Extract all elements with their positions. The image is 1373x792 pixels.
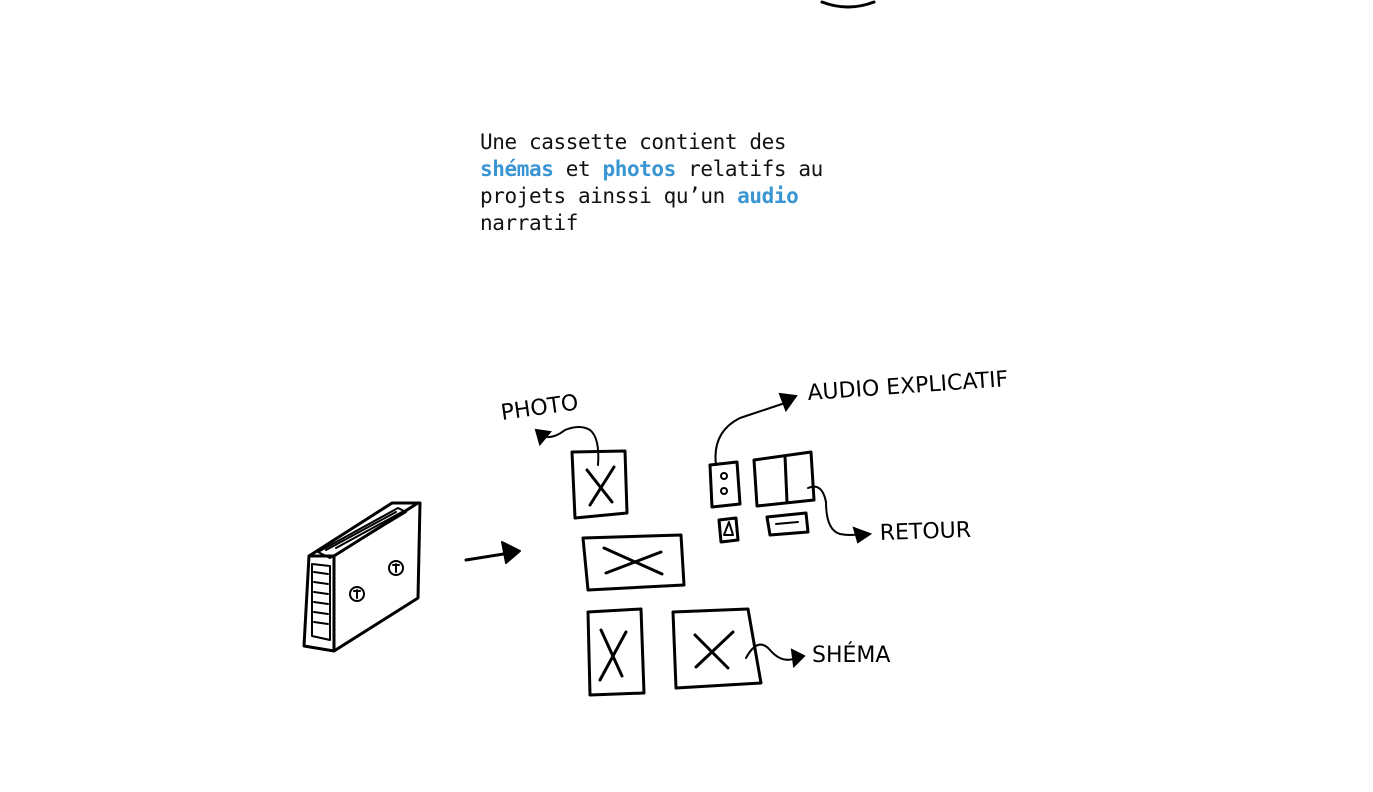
intro-text: Une cassette contient des shémas et phot… bbox=[480, 129, 880, 237]
photo-placeholder-3 bbox=[586, 607, 646, 697]
intro-line-2: shémas et photos relatifs au bbox=[480, 156, 880, 183]
label-photo: PHOTO bbox=[499, 390, 580, 426]
top-circle-fragment bbox=[820, 0, 876, 9]
photo-placeholder-2 bbox=[581, 533, 686, 592]
photo-placeholder-1 bbox=[570, 449, 629, 520]
intro-line-3: projets ainssi qu’un audio bbox=[480, 183, 880, 210]
schema-placeholder bbox=[671, 607, 763, 690]
intro-line-1: Une cassette contient des bbox=[480, 130, 787, 154]
keyword-audio: audio bbox=[737, 184, 799, 208]
label-schema: SHÉMA bbox=[812, 642, 890, 668]
label-audio-explicatif: AUDIO EXPLICATIF bbox=[807, 367, 1009, 406]
cassette-drawing bbox=[302, 501, 422, 653]
player-device bbox=[708, 450, 816, 544]
connector-et: et bbox=[553, 157, 603, 181]
intro-line-3-start: projets ainssi qu’un bbox=[480, 184, 738, 208]
keyword-photos: photos bbox=[602, 157, 676, 181]
label-retour: RETOUR bbox=[879, 518, 971, 546]
main-arrow-icon bbox=[464, 541, 521, 564]
intro-line-4: narratif bbox=[480, 211, 578, 235]
intro-line-2-rest: relatifs au bbox=[675, 157, 823, 181]
keyword-schemas: shémas bbox=[480, 157, 554, 181]
